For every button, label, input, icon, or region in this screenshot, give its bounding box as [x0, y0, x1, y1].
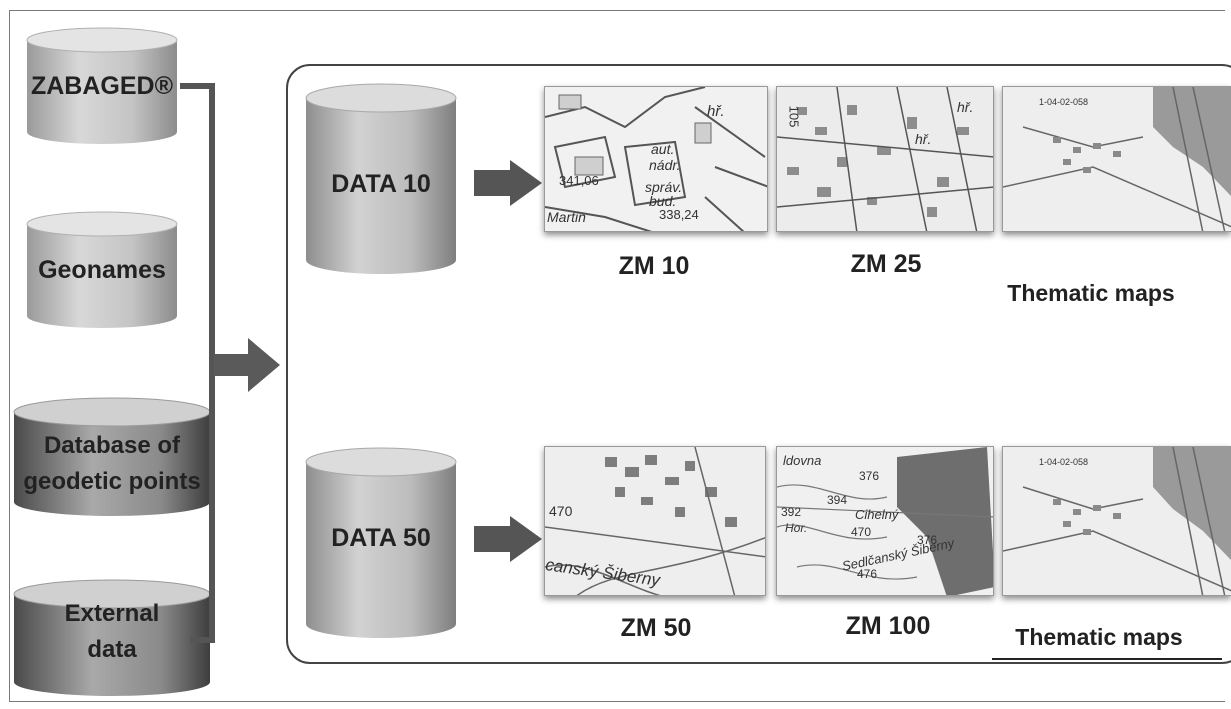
data10-arrow	[474, 160, 542, 206]
map-label: nádr.	[649, 157, 681, 173]
cylinder-shape	[305, 83, 457, 274]
output-panel	[286, 64, 1231, 664]
map-label: 476	[857, 567, 878, 581]
map-label: Martin	[547, 209, 586, 225]
cylinder-shape	[13, 579, 211, 696]
external-data-label-line2: data	[87, 636, 137, 663]
cylinder-shape	[26, 211, 178, 328]
zm100-map: ldovna 376 394 392 Hor. Cihelný 470 Sedl…	[776, 446, 994, 596]
cylinder-shape	[13, 397, 211, 516]
zm50-caption: ZM 50	[620, 614, 692, 642]
thematic-top-map: 1-04-02-058	[1002, 86, 1231, 232]
zm25-caption: ZM 25	[850, 250, 922, 278]
map-label: 470	[549, 503, 573, 519]
data50-arrow	[474, 516, 542, 562]
thematic-bottom-map: 1-04-02-058	[1002, 446, 1231, 596]
data10-label: DATA 10	[331, 170, 431, 198]
data50-cylinder: DATA 50	[305, 447, 457, 638]
cylinder-shape	[26, 27, 178, 144]
zm10-caption: ZM 10	[618, 252, 690, 280]
map-label: 470	[851, 525, 872, 539]
map-label: správ.	[645, 179, 683, 195]
map-label: ldovna	[783, 453, 822, 468]
zabaged-cylinder: ZABAGED®	[26, 27, 178, 144]
geodetic-points-label-line2: geodetic points	[23, 468, 201, 495]
data50-label: DATA 50	[331, 524, 431, 552]
map-label: bud.	[649, 193, 677, 209]
zm25-map: hř. hř. 105	[776, 86, 994, 232]
zm10-map: hř. aut. nádr. správ. bud. 341,06 338,24…	[544, 86, 768, 232]
data10-cylinder: DATA 10	[305, 83, 457, 274]
map-label: aut.	[651, 141, 675, 157]
thematic-top-caption: Thematic maps	[1007, 280, 1175, 306]
geodetic-points-cylinder: Database of geodetic points	[13, 397, 211, 516]
zm100-caption: ZM 100	[845, 612, 931, 640]
geonames-label: Geonames	[38, 256, 166, 284]
zabaged-label: ZABAGED®	[30, 72, 174, 100]
map-label: 392	[781, 505, 802, 519]
map-label: hř.	[957, 99, 974, 115]
geodetic-points-label-line1: Database of	[43, 432, 181, 459]
thematic-bottom-caption: Thematic maps	[1015, 624, 1183, 650]
map-label: 376	[859, 469, 880, 483]
map-label: 1-04-02-058	[1039, 97, 1089, 107]
map-label: 394	[827, 493, 848, 507]
thematic-bottom-underline	[992, 658, 1222, 660]
map-label: Hor.	[785, 521, 808, 535]
map-label: hř.	[915, 131, 932, 147]
map-label: 1-04-02-058	[1039, 457, 1089, 467]
map-label: 376	[917, 533, 938, 547]
zm50-map: 470 canský Šiberny	[544, 446, 766, 596]
geonames-cylinder: Geonames	[26, 211, 178, 328]
diagram-frame	[9, 10, 1225, 702]
external-data-label-line1: External	[64, 600, 160, 627]
connector-bracket	[180, 83, 280, 643]
map-label: 341,06	[559, 173, 599, 188]
cylinder-shape	[305, 447, 457, 638]
external-data-cylinder: External data	[13, 579, 211, 696]
map-label: 105	[786, 105, 802, 128]
map-label: Cihelný	[855, 507, 899, 522]
map-label: hř.	[707, 103, 725, 120]
map-label: 338,24	[659, 207, 699, 222]
